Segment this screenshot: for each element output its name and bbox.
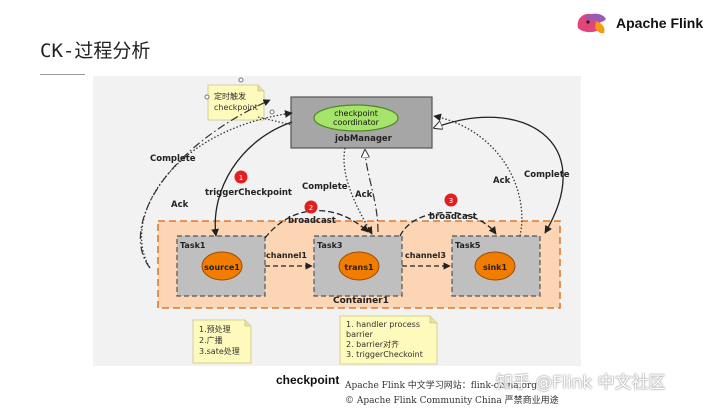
checkpoint-coordinator [313, 104, 399, 132]
complete-edge-right [434, 116, 564, 233]
edge-label-trigger: triggerCheckpoint [205, 188, 292, 198]
operator-label: trans1 [344, 263, 374, 272]
broadcast-edge-1 [264, 209, 369, 239]
step-marker-3: 3 [444, 193, 458, 207]
diagram-caption: checkpoint [276, 373, 340, 387]
edge-label-ack-left: Ack [171, 200, 189, 210]
channel-label: channel3 [405, 251, 446, 260]
step-marker-1: 1 [234, 170, 248, 184]
note-line: barrier [346, 330, 374, 339]
job-manager-box: checkpoint coordinator jobManager [290, 96, 433, 149]
note-line: 2.广播 [199, 335, 223, 345]
container-label: Container1 [333, 296, 389, 306]
complete-edge-mid [343, 147, 373, 235]
footer-line: © Apache Flink Community China 严禁商业用途 [345, 396, 559, 406]
job-manager-label: jobManager [334, 134, 393, 144]
broadcast-edge-2 [399, 211, 497, 237]
operator-node [338, 251, 380, 281]
note-line: 1. handler process [346, 320, 420, 329]
trigger-edge [211, 121, 293, 237]
note-trans-steps: 1. handler process barrier 2. barrier对齐 … [339, 315, 438, 365]
note-line: 定时触发 [214, 91, 246, 101]
flink-squirrel-logo [577, 13, 606, 34]
task-box-5: Task5 sink1 [451, 235, 541, 297]
svg-text:2: 2 [309, 204, 313, 212]
task-box-3: Task3 trans1 [313, 235, 403, 297]
note-line: 3. triggerCheckoint [346, 350, 423, 359]
edge-label-ack-mid: Ack [355, 190, 373, 200]
edge-label-complete-mid: Complete [302, 182, 348, 192]
operator-node [201, 251, 243, 281]
watermark: 知乎 @Flink 中文社区 [496, 373, 666, 393]
note-timer: 定时触发 checkpoint [204, 77, 275, 121]
operator-label: source1 [204, 263, 240, 272]
svg-text:3: 3 [449, 197, 453, 205]
edge-label-ack-right: Ack [493, 176, 511, 186]
ack-edge-left [139, 99, 271, 269]
operator-node [474, 251, 516, 281]
coordinator-label-line2: coordinator [333, 118, 380, 127]
footer: Apache Flink 中文学习网站：flink-china.org © Ap… [345, 379, 559, 409]
task-label: Task1 [180, 241, 206, 250]
title-divider [40, 74, 85, 75]
task-label: Task3 [317, 241, 342, 250]
task-box-1: Task1 source1 [176, 235, 266, 297]
brand-name: Apache Flink [616, 15, 704, 31]
note-source-steps: 1.预处理 2.广播 3.sate处理 [192, 319, 252, 364]
operator-label: sink1 [483, 263, 508, 272]
footer-line: Apache Flink 中文学习网站：flink-china.org [345, 381, 537, 391]
edge-label-complete-left: Complete [150, 154, 196, 164]
note-line: 1.预处理 [199, 324, 231, 334]
coordinator-label-line1: checkpoint [334, 109, 378, 118]
task-label: Task5 [455, 241, 481, 250]
edge-label-broadcast-2: broadcast [429, 212, 477, 222]
edge-label-broadcast-1: broadcast [288, 216, 336, 226]
brand: Apache Flink [574, 10, 703, 36]
note-line: 3.sate处理 [199, 346, 240, 356]
slide-title: CK-过程分析 [40, 40, 151, 62]
note-line: 2. barrier对齐 [346, 339, 399, 349]
note-line: checkpoint [214, 103, 258, 112]
step-marker-2: 2 [304, 200, 318, 214]
edge-label-complete-right: Complete [524, 170, 570, 180]
svg-text:1: 1 [239, 174, 243, 182]
channel-label: channel1 [266, 251, 307, 260]
